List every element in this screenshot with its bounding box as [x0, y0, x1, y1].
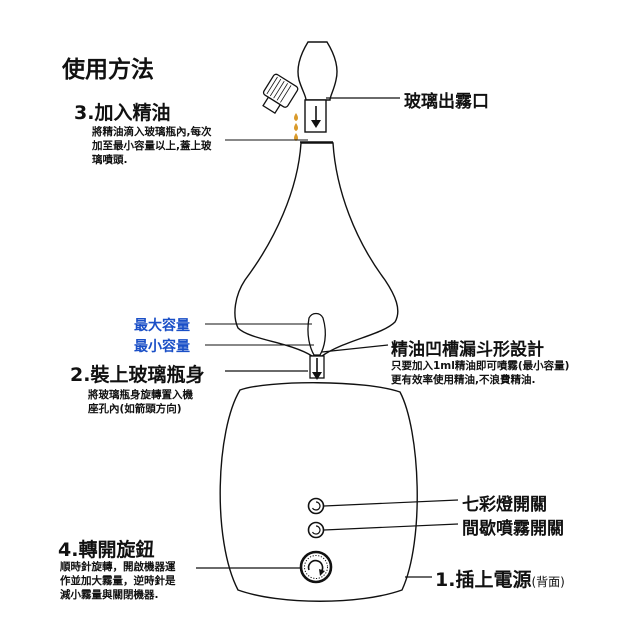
interval-mist-button [307, 521, 325, 539]
step2-line: 將玻璃瓶身旋轉置入機 [88, 389, 193, 401]
step2-line: 座孔內(如箭頭方向) [88, 403, 182, 415]
insert-arrow-head [311, 120, 321, 128]
interval-switch-label: 間歇噴霧開關 [462, 519, 564, 539]
step4-line: 順時針旋轉，開啟機器運 [60, 561, 176, 573]
step4-description: 順時針旋轉，開啟機器運 作並加大霧量，逆時針是 減小霧量與關閉機器. [60, 560, 176, 602]
step3-title: 3.加入精油 [74, 102, 171, 124]
diffuser-base [219, 382, 418, 602]
step3-line: 加至最小容量以上,蓋上玻 [92, 140, 212, 152]
step1-title: 1.插上電源 [435, 569, 532, 591]
step3-line: 將精油滴入玻璃瓶內,每次 [92, 126, 212, 138]
funnel-line: 更有效率使用精油,不浪費精油. [391, 374, 536, 386]
max-capacity-label: 最大容量 [134, 318, 190, 334]
page-title: 使用方法 [62, 57, 154, 83]
glass-nozzle [297, 41, 338, 101]
oil-drop [294, 133, 298, 141]
leader-color [323, 499, 459, 507]
color-switch-label: 七彩燈開關 [462, 495, 547, 515]
color-light-button [307, 497, 325, 515]
oil-drop [294, 123, 298, 131]
funnel-design-label: 精油凹槽漏斗形設計 [391, 340, 544, 360]
leader-funnel [321, 344, 389, 353]
min-capacity-label: 最小容量 [134, 339, 190, 355]
step4-line: 減小霧量與關閉機器. [60, 589, 159, 601]
step3-line: 璃噴頭. [92, 154, 128, 166]
funnel-description: 只要加入1ml精油即可噴霧(最小容量) 更有效率使用精油,不浪費精油. [391, 359, 569, 387]
step4-title: 4.轉開旋鈕 [58, 539, 155, 561]
stem-arrow-head [312, 372, 322, 380]
oil-drop [294, 113, 298, 121]
rotary-knob [299, 550, 333, 584]
funnel-line: 只要加入1ml精油即可噴霧(最小容量) [391, 360, 570, 372]
funnel-tube [307, 312, 326, 356]
step2-title: 2.裝上玻璃瓶身 [70, 364, 205, 386]
step1-note: (背面) [531, 575, 565, 589]
nozzle-label: 玻璃出霧口 [404, 92, 489, 112]
step2-description: 將玻璃瓶身旋轉置入機 座孔內(如箭頭方向) [88, 388, 193, 416]
step4-line: 作並加大霧量，逆時針是 [60, 575, 176, 587]
step1-label: 1.插上電源(背面) [435, 565, 565, 592]
step3-description: 將精油滴入玻璃瓶內,每次 加至最小容量以上,蓋上玻 璃噴頭. [92, 125, 212, 167]
oil-bottle [262, 73, 299, 115]
leader-interval [323, 523, 459, 531]
